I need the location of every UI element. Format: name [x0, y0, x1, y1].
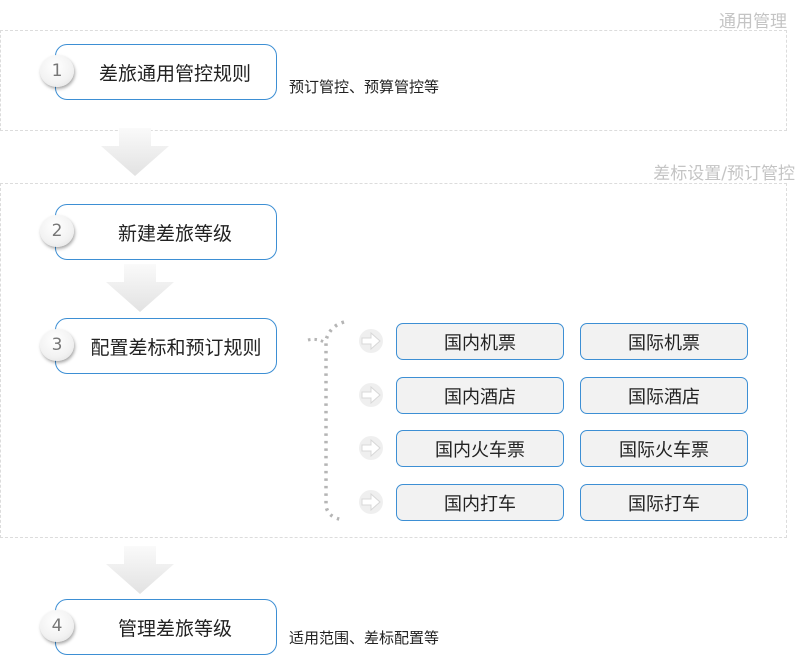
step-1-title: 差旅通用管控规则 — [98, 62, 251, 85]
option-international-flight[interactable]: 国际机票 — [580, 323, 748, 360]
section-label-standards: 差标设置/预订管控 — [653, 164, 795, 184]
circle-arrow-icon — [359, 329, 383, 353]
step-1-box[interactable]: 差旅通用管控规则 — [55, 44, 277, 100]
down-arrow-icon — [101, 128, 169, 176]
section-standards — [0, 183, 787, 538]
step-4-title: 管理差旅等级 — [117, 617, 232, 640]
dotted-bracket — [307, 320, 345, 522]
option-domestic-train[interactable]: 国内火车票 — [396, 430, 564, 467]
circle-arrow-icon — [359, 383, 383, 407]
step-4-badge: 4 — [40, 610, 74, 642]
option-domestic-taxi[interactable]: 国内打车 — [396, 484, 564, 521]
step-1-note: 预订管控、预算管控等 — [289, 78, 440, 96]
step-2-badge: 2 — [40, 215, 74, 247]
down-arrow-icon — [106, 546, 174, 594]
step-3-title: 配置差标和预订规则 — [90, 336, 262, 359]
option-international-train[interactable]: 国际火车票 — [580, 430, 748, 467]
step-2-box[interactable]: 新建差旅等级 — [55, 204, 277, 260]
option-international-taxi[interactable]: 国际打车 — [580, 484, 748, 521]
step-2-title: 新建差旅等级 — [117, 222, 232, 245]
option-domestic-flight[interactable]: 国内机票 — [396, 323, 564, 360]
step-4-note: 适用范围、差标配置等 — [289, 629, 440, 647]
section-label-general: 通用管理 — [719, 12, 787, 32]
circle-arrow-icon — [359, 436, 383, 460]
section-general — [0, 30, 787, 131]
step-3-badge: 3 — [40, 329, 74, 361]
step-4-box[interactable]: 管理差旅等级 — [55, 599, 277, 655]
down-arrow-icon — [106, 264, 174, 312]
option-domestic-hotel[interactable]: 国内酒店 — [396, 377, 564, 414]
option-international-hotel[interactable]: 国际酒店 — [580, 377, 748, 414]
step-3-box[interactable]: 配置差标和预订规则 — [55, 318, 277, 374]
circle-arrow-icon — [359, 490, 383, 514]
step-1-badge: 1 — [40, 55, 74, 87]
